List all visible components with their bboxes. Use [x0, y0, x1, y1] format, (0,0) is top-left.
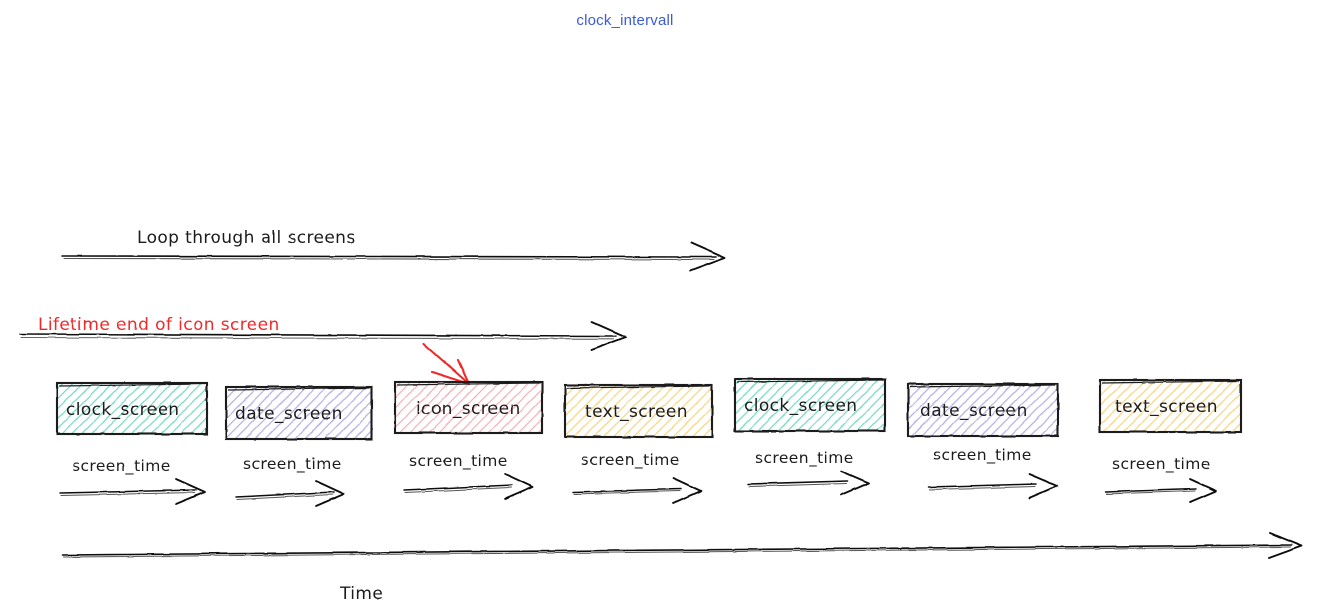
time-axis-arrow — [62, 532, 1303, 559]
icon-screen-pointer-arrow — [422, 342, 471, 386]
screen-box-label: icon_screen — [416, 399, 521, 419]
screen-box-icon-screen[interactable]: icon_screen — [393, 380, 544, 435]
screen-time-segment-1: screen_time — [59, 457, 206, 505]
screen-time-label: screen_time — [933, 446, 1032, 465]
screen-time-segment-5: screen_time — [747, 449, 870, 496]
screen-box-clock-screen-2[interactable]: clock_screen — [733, 377, 887, 433]
screen-time-label: screen_time — [581, 451, 680, 470]
screen-box-label: date_screen — [920, 401, 1028, 421]
screen-time-segment-3: screen_time — [403, 452, 534, 500]
time-axis-label: Time — [339, 584, 383, 604]
lifetime-end-arrow — [19, 321, 627, 351]
screen-time-segment-2: screen_time — [235, 455, 345, 507]
screen-box-label: text_screen — [1115, 397, 1218, 417]
page-title-text: clock_intervall — [576, 12, 674, 29]
screen-box-text-screen-2[interactable]: text_screen — [1098, 378, 1243, 434]
loop-label: Loop through all screens — [137, 228, 356, 248]
screen-box-clock-screen-1[interactable]: clock_screen — [55, 381, 209, 436]
screen-time-label: screen_time — [755, 449, 854, 468]
screen-box-label: clock_screen — [66, 400, 179, 420]
screen-box-label: text_screen — [585, 402, 688, 422]
page-title: clock_intervall — [0, 12, 1320, 29]
loop-through-all-screens-arrow — [61, 242, 726, 272]
screen-box-date-screen-1[interactable]: date_screen — [224, 385, 374, 441]
screen-box-date-screen-2[interactable]: date_screen — [906, 382, 1060, 438]
screen-time-label: screen_time — [409, 452, 508, 471]
screen-time-label: screen_time — [72, 457, 171, 476]
screen-time-segment-6: screen_time — [927, 446, 1058, 499]
screen-box-label: clock_screen — [744, 396, 857, 416]
screen-time-label: screen_time — [1112, 455, 1211, 474]
screen-time-label: screen_time — [243, 455, 342, 474]
screen-box-label: date_screen — [235, 404, 343, 424]
screen-time-segment-4: screen_time — [572, 451, 702, 504]
lifetime-end-label: Lifetime end of icon screen — [38, 315, 280, 335]
screen-time-segment-7: screen_time — [1104, 455, 1217, 503]
screen-box-text-screen-1[interactable]: text_screen — [563, 383, 714, 439]
